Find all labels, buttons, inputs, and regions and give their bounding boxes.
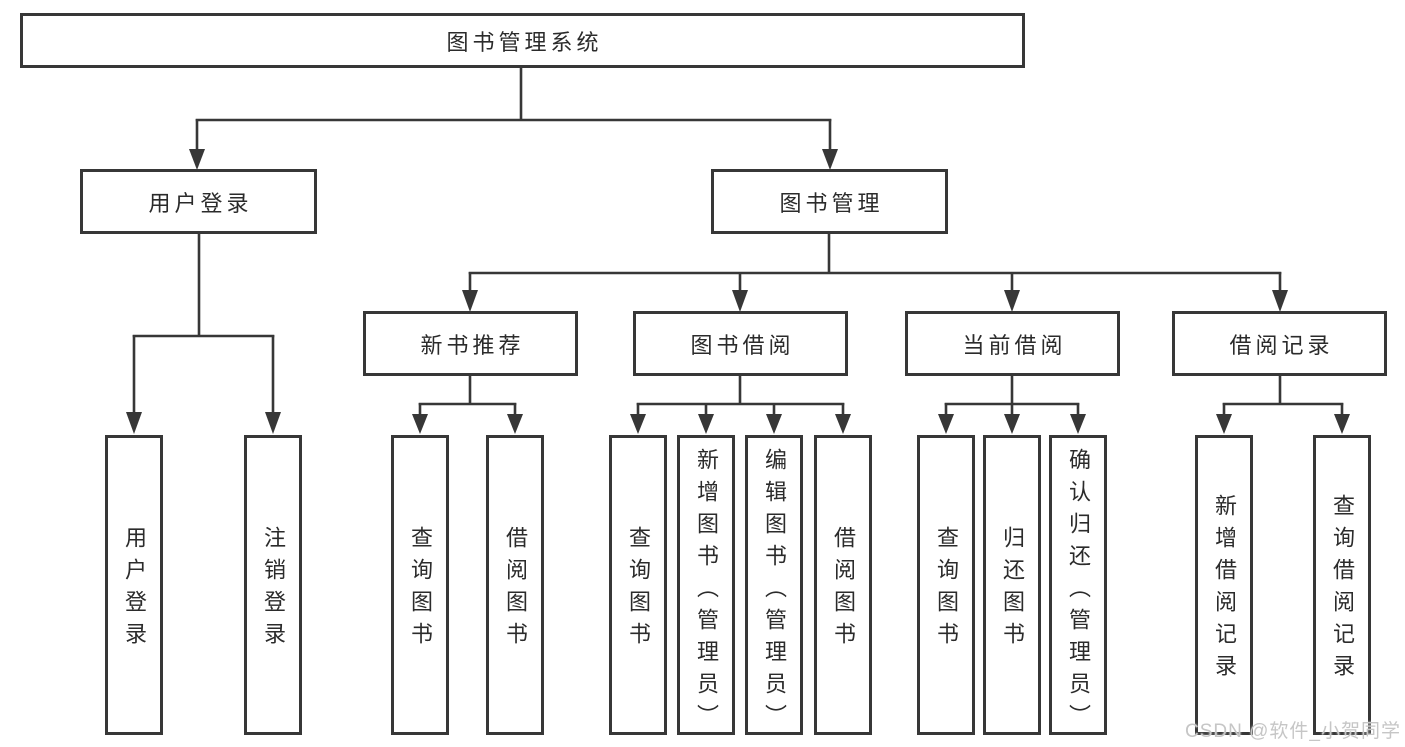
csdn-watermark: CSDN @软件_小贺同学 xyxy=(1185,721,1401,742)
arrowhead-icon xyxy=(630,414,646,434)
node-borrow-records-label: 借阅记录 xyxy=(1229,332,1334,358)
node-user-login: 用户登录 xyxy=(80,169,317,234)
arrowhead-icon xyxy=(1070,414,1086,434)
leaf-add-books-admin: 新增图书（管理员） xyxy=(677,435,735,736)
leaf-label: 新增图书（管理员） xyxy=(694,448,719,736)
arrowhead-icon xyxy=(1004,290,1020,312)
arrowhead-icon xyxy=(1216,414,1232,434)
arrowhead-icon xyxy=(265,412,281,434)
arrowhead-icon xyxy=(189,149,205,170)
arrowhead-icon xyxy=(938,414,954,434)
leaf-label: 查询图书 xyxy=(934,526,959,654)
arrowhead-icon xyxy=(732,290,748,312)
leaf-add-borrow-record: 新增借阅记录 xyxy=(1195,435,1253,735)
node-new-book-recommend: 新书推荐 xyxy=(363,311,578,376)
arrowhead-icon xyxy=(412,414,428,434)
connector-book-management-branch xyxy=(462,234,1288,312)
leaf-user-login: 用户登录 xyxy=(105,435,163,735)
leaf-label: 确认归还（管理员） xyxy=(1066,448,1091,736)
leaf-query-borrow-record: 查询借阅记录 xyxy=(1313,435,1371,735)
arrowhead-icon xyxy=(1004,414,1020,434)
leaf-logout: 注销登录 xyxy=(244,435,302,735)
leaf-borrow-books-1: 借阅图书 xyxy=(486,435,544,735)
leaf-label: 注销登录 xyxy=(261,526,286,654)
leaf-confirm-return-admin: 确认归还（管理员） xyxy=(1049,435,1107,736)
leaf-label: 归还图书 xyxy=(1000,526,1025,654)
arrowhead-icon xyxy=(822,149,838,170)
arrowhead-icon xyxy=(126,412,142,434)
leaf-label: 编辑图书（管理员） xyxy=(762,448,787,736)
node-root-label: 图书管理系统 xyxy=(446,29,603,55)
arrowhead-icon xyxy=(507,414,523,434)
leaf-return-books: 归还图书 xyxy=(983,435,1041,735)
leaf-label: 查询图书 xyxy=(626,526,651,654)
leaf-edit-books-admin: 编辑图书（管理员） xyxy=(745,435,803,736)
node-new-book-recommend-label: 新书推荐 xyxy=(420,332,525,358)
node-root-system: 图书管理系统 xyxy=(20,13,1025,68)
leaf-label: 查询借阅记录 xyxy=(1330,494,1355,686)
node-current-borrow-label: 当前借阅 xyxy=(962,332,1067,358)
connector-book-borrow-group xyxy=(630,376,851,434)
node-book-management: 图书管理 xyxy=(711,169,948,234)
leaf-query-books-3: 查询图书 xyxy=(917,435,975,735)
leaf-query-books-2: 查询图书 xyxy=(609,435,667,735)
leaf-label: 新增借阅记录 xyxy=(1212,494,1237,686)
arrowhead-icon xyxy=(698,414,714,434)
connector-current-borrow-group xyxy=(938,376,1086,434)
leaf-label: 用户登录 xyxy=(122,526,147,654)
arrowhead-icon xyxy=(1272,290,1288,312)
connector-root-to-level2 xyxy=(189,67,838,170)
connector-user-login-branch xyxy=(126,234,281,434)
node-borrow-records: 借阅记录 xyxy=(1172,311,1387,376)
arrowhead-icon xyxy=(766,414,782,434)
node-book-borrow-label: 图书借阅 xyxy=(690,332,795,358)
connector-new-book-group xyxy=(412,376,523,434)
arrowhead-icon xyxy=(1334,414,1350,434)
node-user-login-label: 用户登录 xyxy=(148,190,253,216)
node-current-borrow: 当前借阅 xyxy=(905,311,1120,376)
leaf-query-books-1: 查询图书 xyxy=(391,435,449,735)
leaf-label: 查询图书 xyxy=(408,526,433,654)
node-book-management-label: 图书管理 xyxy=(779,190,884,216)
leaf-label: 借阅图书 xyxy=(831,526,856,654)
arrowhead-icon xyxy=(462,290,478,312)
arrowhead-icon xyxy=(835,414,851,434)
leaf-borrow-books-2: 借阅图书 xyxy=(814,435,872,735)
node-book-borrow: 图书借阅 xyxy=(633,311,848,376)
connector-borrow-records-group xyxy=(1216,376,1350,434)
leaf-label: 借阅图书 xyxy=(503,526,528,654)
